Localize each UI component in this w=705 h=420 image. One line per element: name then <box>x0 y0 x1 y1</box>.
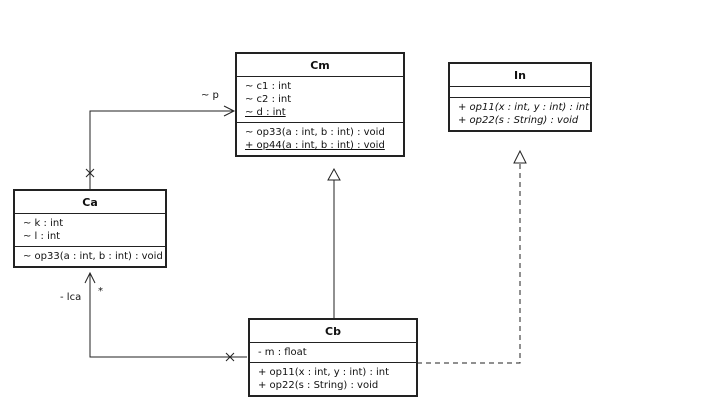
realization-cb-in-triangle <box>513 149 527 164</box>
class-ca-attributes: ~ k : int ~ l : int <box>15 213 165 246</box>
class-cm-attributes: ~ c1 : int ~ c2 : int ~ d : int <box>237 76 403 122</box>
role-label-lca: - lca <box>60 292 82 303</box>
class-in-attributes <box>450 86 590 97</box>
class-cb-name: Cb <box>325 325 341 338</box>
attribute-m: - m : float <box>258 347 307 358</box>
class-cm[interactable]: Cm ~ c1 : int ~ c2 : int ~ d : int ~ op3… <box>235 52 405 157</box>
class-cm-name: Cm <box>310 59 330 72</box>
class-in[interactable]: In + op11(x : int, y : int) : int + op22… <box>448 62 592 132</box>
class-ca-operations: ~ op33(a : int, b : int) : void <box>15 246 165 266</box>
operation-op33: ~ op33(a : int, b : int) : void <box>245 127 385 138</box>
association-ca-cm-arrowhead <box>223 105 236 117</box>
operation-op22: + op22(s : String) : void <box>458 115 579 126</box>
class-in-name: In <box>514 69 526 82</box>
class-ca[interactable]: Ca ~ k : int ~ l : int ~ op33(a : int, b… <box>13 189 167 268</box>
realization-cb-in-line <box>417 163 521 364</box>
class-cb-operations: + op11(x : int, y : int) : int + op22(s … <box>250 362 416 395</box>
attribute-k: ~ k : int <box>23 218 64 229</box>
attribute-l: ~ l : int <box>23 231 61 242</box>
multiplicity-label: * <box>98 286 103 297</box>
attribute-c1: ~ c1 : int <box>245 81 292 92</box>
association-cb-ca-line <box>89 273 247 358</box>
generalization-cb-cm-triangle <box>327 167 341 181</box>
attribute-d: ~ d : int <box>245 107 286 118</box>
class-in-operations: + op11(x : int, y : int) : int + op22(s … <box>450 97 590 130</box>
class-cb-attributes: - m : float <box>250 342 416 362</box>
association-cb-ca-arrowhead <box>84 271 96 284</box>
class-cb[interactable]: Cb - m : float + op11(x : int, y : int) … <box>248 318 418 397</box>
association-cb-ca-non-navigable-mark <box>225 352 235 362</box>
operation-op11: + op11(x : int, y : int) : int <box>258 367 390 378</box>
operation-op44: + op44(a : int, b : int) : void <box>245 140 385 151</box>
operation-op22: + op22(s : String) : void <box>258 380 379 391</box>
role-label-p: ~ p <box>201 90 219 101</box>
attribute-c2: ~ c2 : int <box>245 94 292 105</box>
association-ca-cm-line <box>89 110 234 190</box>
operation-op11: + op11(x : int, y : int) : int <box>458 102 590 113</box>
class-cm-operations: ~ op33(a : int, b : int) : void + op44(a… <box>237 122 403 155</box>
operation-op33: ~ op33(a : int, b : int) : void <box>23 251 163 262</box>
association-ca-cm-non-navigable-mark <box>85 168 95 178</box>
class-ca-name: Ca <box>82 196 98 209</box>
